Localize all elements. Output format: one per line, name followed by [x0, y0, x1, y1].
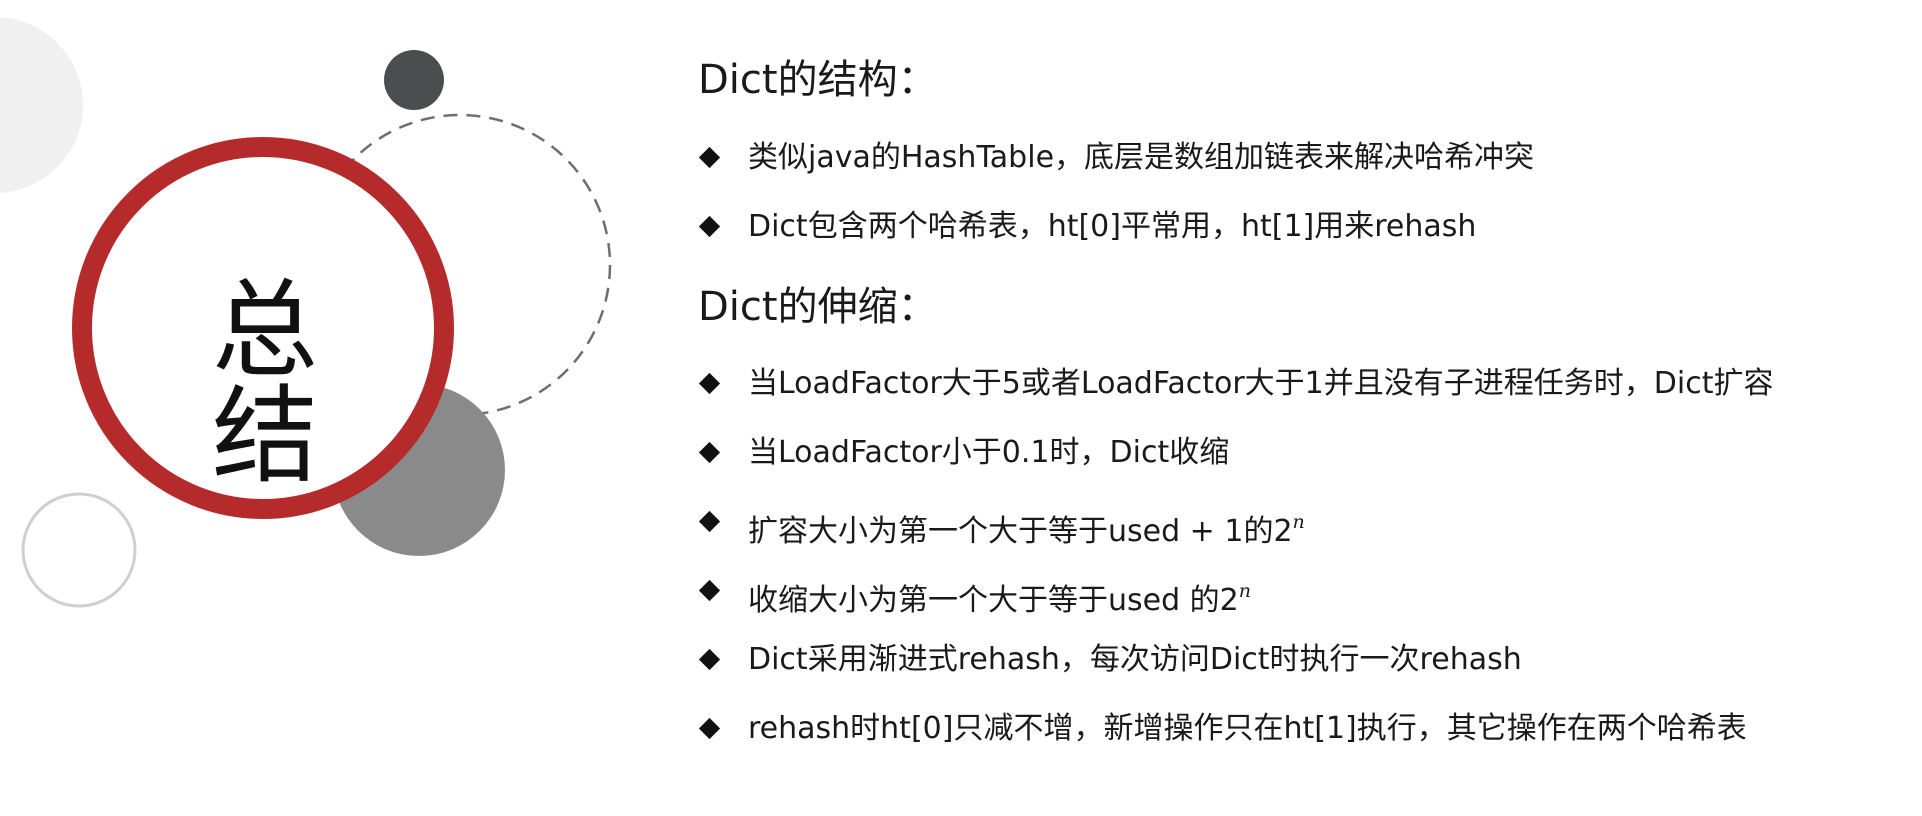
decorative-circles [0, 17, 612, 608]
structure-bullet-list: 类似java的HashTable，底层是数组加链表来解决哈希冲突 Dict包含两… [698, 138, 1534, 276]
list-item: 扩容大小为第一个大于等于used + 1的2n [698, 502, 1773, 571]
diamond-bullet-icon [698, 717, 721, 740]
dark-small-circle [384, 50, 444, 110]
summary-title: 总结 [212, 269, 320, 498]
scaling-bullet-list: 当LoadFactor大于5或者LoadFactor大于1并且没有子进程任务时，… [698, 364, 1773, 778]
light-gray-circle [0, 17, 83, 193]
outline-small-circle [21, 492, 137, 608]
section-heading-scaling: Dict的伸缩： [698, 284, 938, 330]
diamond-bullet-icon [698, 441, 721, 464]
list-item: 当LoadFactor大于5或者LoadFactor大于1并且没有子进程任务时，… [698, 364, 1773, 433]
list-item: 类似java的HashTable，底层是数组加链表来解决哈希冲突 [698, 138, 1534, 207]
list-item: Dict采用渐进式rehash，每次访问Dict时执行一次rehash [698, 640, 1773, 709]
list-item: 当LoadFactor小于0.1时，Dict收缩 [698, 433, 1773, 502]
section-heading-structure: Dict的结构： [698, 57, 938, 103]
list-item: 收缩大小为第一个大于等于used 的2n [698, 571, 1773, 640]
diamond-bullet-icon [698, 215, 721, 238]
list-item: Dict包含两个哈希表，ht[0]平常用，ht[1]用来rehash [698, 207, 1534, 276]
diamond-bullet-icon [698, 648, 721, 671]
diamond-bullet-icon [698, 579, 721, 602]
diamond-bullet-icon [698, 146, 721, 169]
diamond-bullet-icon [698, 510, 721, 533]
list-item: rehash时ht[0]只减不增，新增操作只在ht[1]执行，其它操作在两个哈希… [698, 709, 1773, 778]
diamond-bullet-icon [698, 372, 721, 395]
red-ring-circle [72, 137, 454, 519]
